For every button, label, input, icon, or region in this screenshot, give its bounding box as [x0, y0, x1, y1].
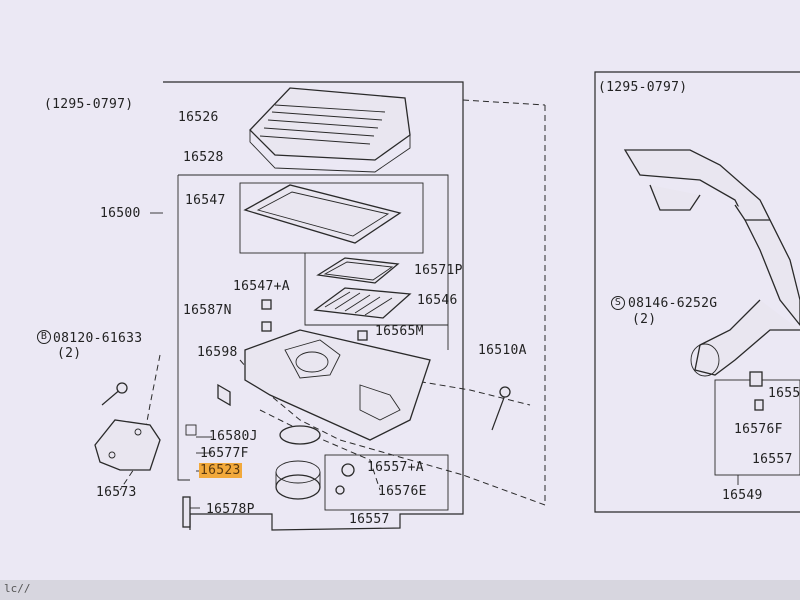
subassembly-frame-16528 [177, 175, 190, 481]
label-16528: 16528 [183, 150, 224, 165]
label-16576F: 16576F [734, 422, 783, 437]
box-16557 [324, 454, 449, 511]
box-16547 [239, 182, 424, 254]
label-16598: 16598 [197, 345, 238, 360]
intake-tube [623, 149, 800, 377]
label-16549: 16549 [722, 488, 763, 503]
filter-16546 [313, 287, 412, 319]
label-16587N: 16587N [183, 303, 232, 318]
gasket-16547 [243, 184, 402, 244]
pin-16578P [182, 496, 191, 528]
label-16547A: 16547+A [233, 279, 290, 294]
bolt-icon-right: S [611, 296, 625, 310]
date-code-right: (1295-0797) [598, 80, 688, 95]
clamp-16577F [279, 425, 321, 445]
taskbar: lc// [0, 580, 800, 600]
label-08146-6252G: 08146-6252G [628, 296, 718, 311]
label-16576E: 16576E [378, 484, 427, 499]
label-08120-61633-qty: (2) [57, 346, 82, 361]
bracket-16573 [94, 419, 161, 471]
label-16577F: 16577F [200, 446, 249, 461]
label-16526: 16526 [178, 110, 219, 125]
parts-diagram [94, 71, 800, 531]
bolt-08120-61633 [101, 382, 128, 406]
bolt-16510A [491, 386, 511, 431]
filter-element-16571P [316, 257, 400, 284]
date-code-left: (1295-0797) [44, 97, 134, 112]
taskbar-text: lc// [4, 582, 31, 595]
right-panel-frame [594, 71, 800, 513]
label-16546: 16546 [417, 293, 458, 308]
label-16523-highlighted: 16523 [199, 463, 242, 478]
label-16578P: 16578P [206, 502, 255, 517]
label-1655-right: 1655 [768, 386, 800, 401]
label-16557-right: 16557 [752, 452, 793, 467]
label-16565M: 16565M [375, 324, 424, 339]
label-16557: 16557 [349, 512, 390, 527]
air-cleaner-cover-16526 [249, 87, 411, 173]
label-16510A: 16510A [478, 343, 527, 358]
label-08120-61633: 08120-61633 [53, 331, 143, 346]
label-16573: 16573 [96, 485, 137, 500]
lower-housing [244, 329, 431, 441]
bolt-icon-left: B [37, 330, 51, 344]
label-16580J: 16580J [209, 429, 258, 444]
label-16557A: 16557+A [367, 460, 424, 475]
assembly-frame [163, 81, 464, 531]
duct-16523 [275, 460, 321, 500]
label-16571P: 16571P [414, 263, 463, 278]
label-16547: 16547 [185, 193, 226, 208]
label-08146-6252G-qty: (2) [632, 312, 657, 327]
label-16500: 16500 [100, 206, 141, 221]
